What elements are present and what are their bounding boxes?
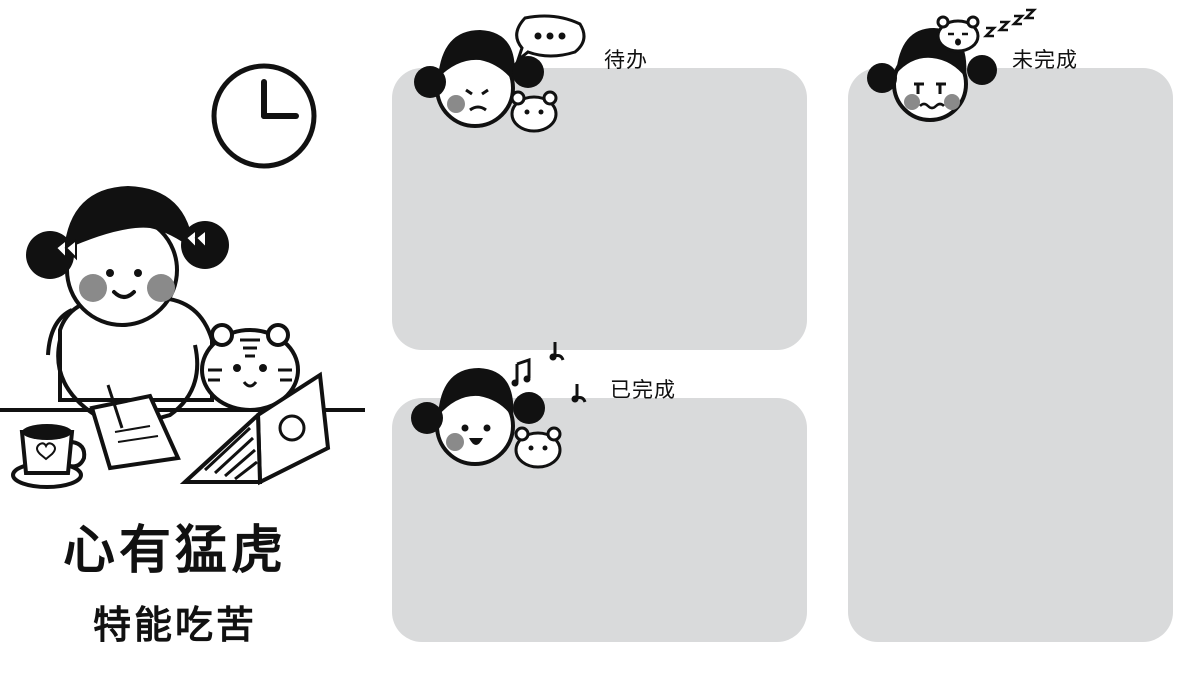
tiger-cub-icon: [936, 15, 980, 53]
done-label: 已完成: [610, 378, 676, 402]
laptop-icon: [179, 371, 331, 486]
todo-girl-illustration: [414, 14, 586, 133]
speech-bubble-icon: [514, 14, 586, 65]
todo-label: 待办: [604, 48, 648, 72]
coffee-mug-icon: [11, 424, 87, 489]
tiger-cub-icon: [200, 323, 300, 412]
undone-panel[interactable]: [848, 68, 1173, 642]
clock-icon: [211, 63, 317, 169]
tiger-cub-icon: [514, 426, 562, 469]
done-girl-illustration: [411, 342, 587, 469]
sleep-zzz-icon: [982, 8, 1038, 38]
music-note-icon: [511, 342, 587, 403]
slogan-sub: 特能吃苦: [92, 603, 257, 647]
girl-writing-illustration: [0, 186, 365, 489]
tiger-cub-icon: [510, 90, 558, 133]
slogan-main: 心有猛虎: [62, 521, 287, 581]
undone-girl-illustration: [867, 8, 1038, 122]
undone-label: 未完成: [1012, 48, 1078, 72]
